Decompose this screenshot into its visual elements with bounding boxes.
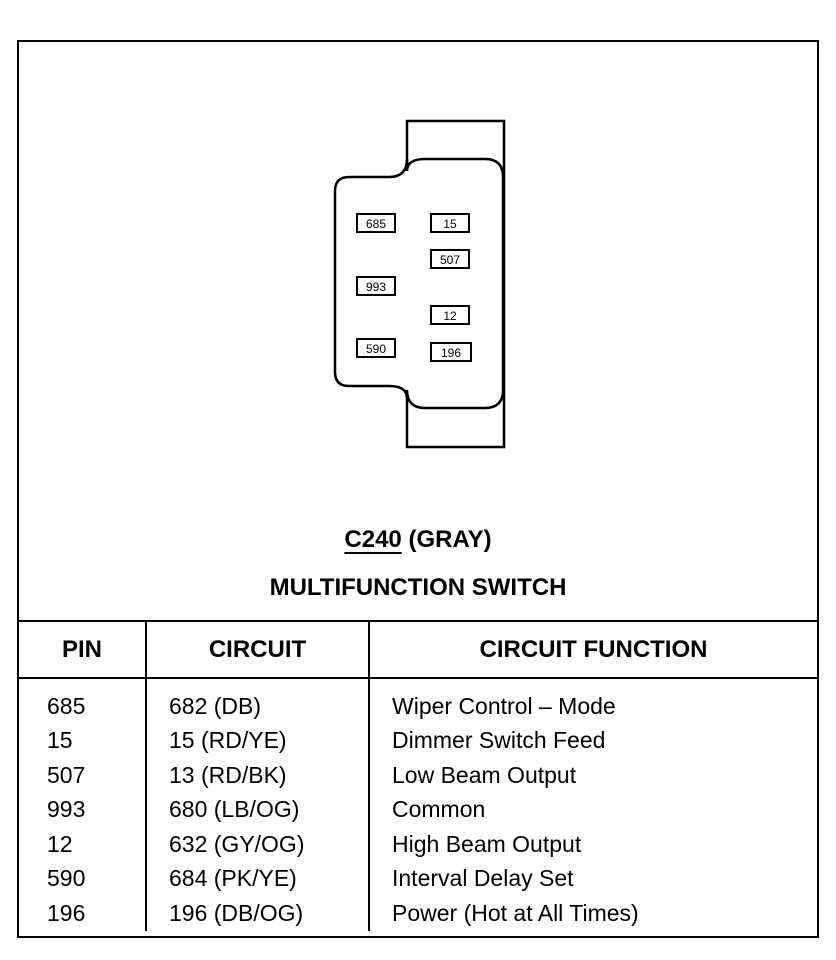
circuit-cell: 632 (GY/OG): [146, 827, 370, 862]
function-cell: Low Beam Output: [392, 761, 577, 788]
pin-cavity-196: 196: [430, 342, 472, 362]
table-row: 507 13 (RD/BK) Low Beam Output: [19, 758, 817, 793]
table-row: 685 682 (DB) Wiper Control – Mode: [19, 678, 817, 724]
connector-id-heading: C240 (GRAY): [19, 526, 817, 554]
pin-cell: 12: [19, 827, 147, 862]
circuit-cell: 196 (DB/OG): [146, 896, 370, 931]
diagram-frame: 685 15 507 993 12 590: [17, 40, 819, 938]
pin-cavity-993: 993: [356, 276, 396, 296]
pin-cell: 685: [19, 678, 147, 724]
pin-label: 12: [443, 309, 457, 323]
connector-name-heading: MULTIFUNCTION SWITCH: [269, 574, 567, 601]
section-divider: [19, 620, 817, 622]
pin-cavity-685: 685: [356, 213, 396, 233]
pin-label: 15: [443, 217, 457, 231]
circuit-cell: 680 (LB/OG): [146, 792, 370, 827]
table-row: 590 684 (PK/YE) Interval Delay Set: [19, 861, 817, 896]
pin-cell: 590: [19, 861, 147, 896]
header-pin: PIN: [19, 622, 147, 679]
connector-face-drawing: 685 15 507 993 12 590: [333, 119, 506, 449]
table-row: 196 196 (DB/OG) Power (Hot at All Times): [19, 896, 817, 931]
function-cell: Wiper Control – Mode: [392, 692, 616, 719]
pin-table: PIN CIRCUIT CIRCUIT FUNCTION 685 682 (DB…: [19, 622, 817, 931]
connector-diagram-area: 685 15 507 993 12 590: [19, 42, 817, 620]
pin-label: 993: [366, 280, 386, 294]
circuit-cell: 15 (RD/YE): [146, 723, 370, 758]
header-circuit-function: CIRCUIT FUNCTION: [369, 622, 817, 679]
connector-color: (GRAY): [408, 526, 492, 553]
pin-cell: 993: [19, 792, 147, 827]
circuit-cell: 13 (RD/BK): [146, 758, 370, 793]
pin-label: 507: [440, 253, 460, 267]
pin-cavity-507: 507: [430, 249, 470, 269]
pin-label: 685: [366, 217, 386, 231]
pin-label: 590: [366, 342, 386, 356]
circuit-cell: 684 (PK/YE): [146, 861, 370, 896]
pin-cavity-12: 12: [430, 305, 470, 325]
function-cell: High Beam Output: [392, 830, 582, 857]
pin-cavity-590: 590: [356, 338, 396, 358]
function-cell: Common: [392, 796, 486, 823]
pin-cell: 15: [19, 723, 147, 758]
pin-label: 196: [441, 346, 461, 360]
circuit-cell: 682 (DB): [146, 678, 370, 724]
pin-cell: 196: [19, 896, 147, 931]
header-circuit: CIRCUIT: [146, 622, 370, 679]
table-row: 12 632 (GY/OG) High Beam Output: [19, 827, 817, 862]
function-cell: Power (Hot at All Times): [392, 899, 639, 926]
function-cell: Dimmer Switch Feed: [392, 727, 606, 754]
pin-cell: 507: [19, 758, 147, 793]
table-row: 993 680 (LB/OG) Common: [19, 792, 817, 827]
pin-cavity-15: 15: [430, 213, 470, 233]
function-cell: Interval Delay Set: [392, 865, 574, 892]
connector-code: C240: [344, 526, 402, 553]
table-row: 15 15 (RD/YE) Dimmer Switch Feed: [19, 723, 817, 758]
pin-table-header-row: PIN CIRCUIT CIRCUIT FUNCTION: [19, 622, 817, 679]
